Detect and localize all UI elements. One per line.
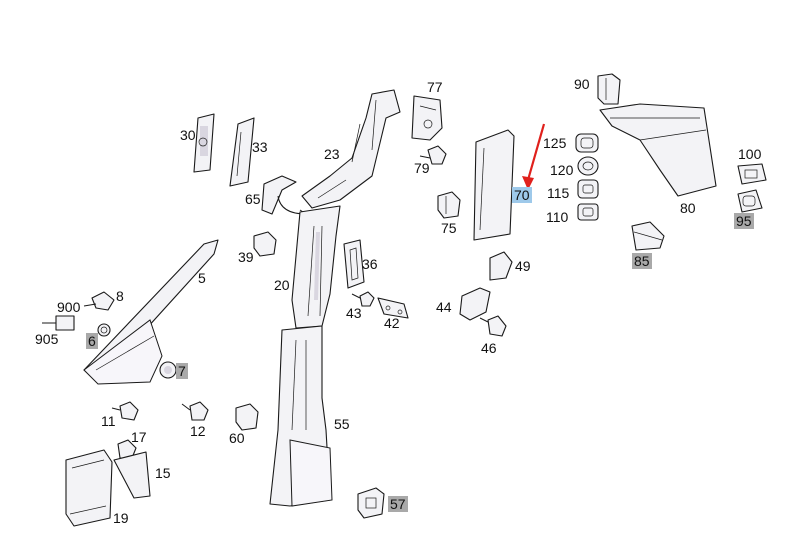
callout-115: 115 <box>547 185 570 201</box>
part-900[interactable] <box>83 303 97 307</box>
part-57[interactable] <box>357 487 385 519</box>
callout-900: 900 <box>57 299 81 315</box>
part-17[interactable] <box>117 439 137 459</box>
callout-46: 46 <box>481 340 497 356</box>
part-55[interactable] <box>269 325 333 507</box>
part-46[interactable] <box>479 315 507 337</box>
part-90[interactable] <box>597 73 621 105</box>
callout-79: 79 <box>414 160 430 176</box>
part-11[interactable] <box>111 401 139 421</box>
part-65[interactable] <box>261 175 307 219</box>
callout-60: 60 <box>229 430 245 446</box>
callout-36: 36 <box>362 256 378 272</box>
part-5[interactable] <box>83 239 219 385</box>
callout-6: 6 <box>86 333 98 349</box>
callout-70: 70 <box>512 187 532 203</box>
part-120[interactable] <box>577 156 599 176</box>
callout-80: 80 <box>680 200 696 216</box>
callout-20: 20 <box>274 277 290 293</box>
callout-85: 85 <box>632 253 652 269</box>
callout-77: 77 <box>427 79 443 95</box>
part-20[interactable] <box>291 205 341 329</box>
callout-11: 11 <box>101 413 116 429</box>
callout-5: 5 <box>198 270 206 286</box>
callout-55: 55 <box>334 416 350 432</box>
part-80[interactable] <box>599 103 717 197</box>
callout-49: 49 <box>515 258 531 274</box>
callout-23: 23 <box>324 146 340 162</box>
part-43[interactable] <box>351 291 375 307</box>
callout-44: 44 <box>436 299 452 315</box>
part-77[interactable] <box>411 95 443 141</box>
part-33[interactable] <box>229 117 255 187</box>
part-49[interactable] <box>489 251 513 281</box>
part-110[interactable] <box>577 203 599 221</box>
callout-12: 12 <box>190 423 206 439</box>
callout-110: 110 <box>546 209 569 225</box>
part-125[interactable] <box>575 133 599 153</box>
part-79[interactable] <box>419 145 447 165</box>
part-100[interactable] <box>737 163 767 185</box>
part-44[interactable] <box>459 287 491 321</box>
callout-905: 905 <box>35 331 59 347</box>
part-8[interactable] <box>91 291 115 311</box>
part-60[interactable] <box>235 403 259 431</box>
part-115[interactable] <box>577 179 599 199</box>
part-7[interactable] <box>159 361 177 379</box>
callout-15: 15 <box>155 465 171 481</box>
callout-19: 19 <box>113 510 129 526</box>
callout-30: 30 <box>180 127 196 143</box>
part-6[interactable] <box>97 323 111 337</box>
part-23[interactable] <box>301 89 401 209</box>
callout-33: 33 <box>252 139 268 155</box>
callout-57: 57 <box>388 496 408 512</box>
part-12[interactable] <box>181 401 209 421</box>
callout-125: 125 <box>543 135 567 151</box>
part-39[interactable] <box>253 231 277 257</box>
callout-17: 17 <box>131 429 147 445</box>
part-905[interactable] <box>42 315 75 331</box>
callout-7: 7 <box>176 363 188 379</box>
callout-90: 90 <box>574 76 590 92</box>
part-75[interactable] <box>437 191 461 219</box>
indicator-arrow <box>522 123 546 190</box>
part-42[interactable] <box>377 297 409 319</box>
callout-75: 75 <box>441 220 457 236</box>
part-19[interactable] <box>65 449 113 527</box>
callout-95: 95 <box>734 213 754 229</box>
part-70[interactable] <box>473 129 515 241</box>
callout-8: 8 <box>116 288 124 304</box>
callout-43: 43 <box>346 305 362 321</box>
callout-100: 100 <box>738 146 762 162</box>
callout-120: 120 <box>550 162 574 178</box>
callout-42: 42 <box>384 315 400 331</box>
callout-65: 65 <box>245 191 261 207</box>
part-36[interactable] <box>343 239 365 289</box>
part-85[interactable] <box>631 221 665 251</box>
part-30[interactable] <box>193 113 215 173</box>
callout-39: 39 <box>238 249 254 265</box>
part-15[interactable] <box>113 451 151 499</box>
part-95[interactable] <box>737 189 763 213</box>
